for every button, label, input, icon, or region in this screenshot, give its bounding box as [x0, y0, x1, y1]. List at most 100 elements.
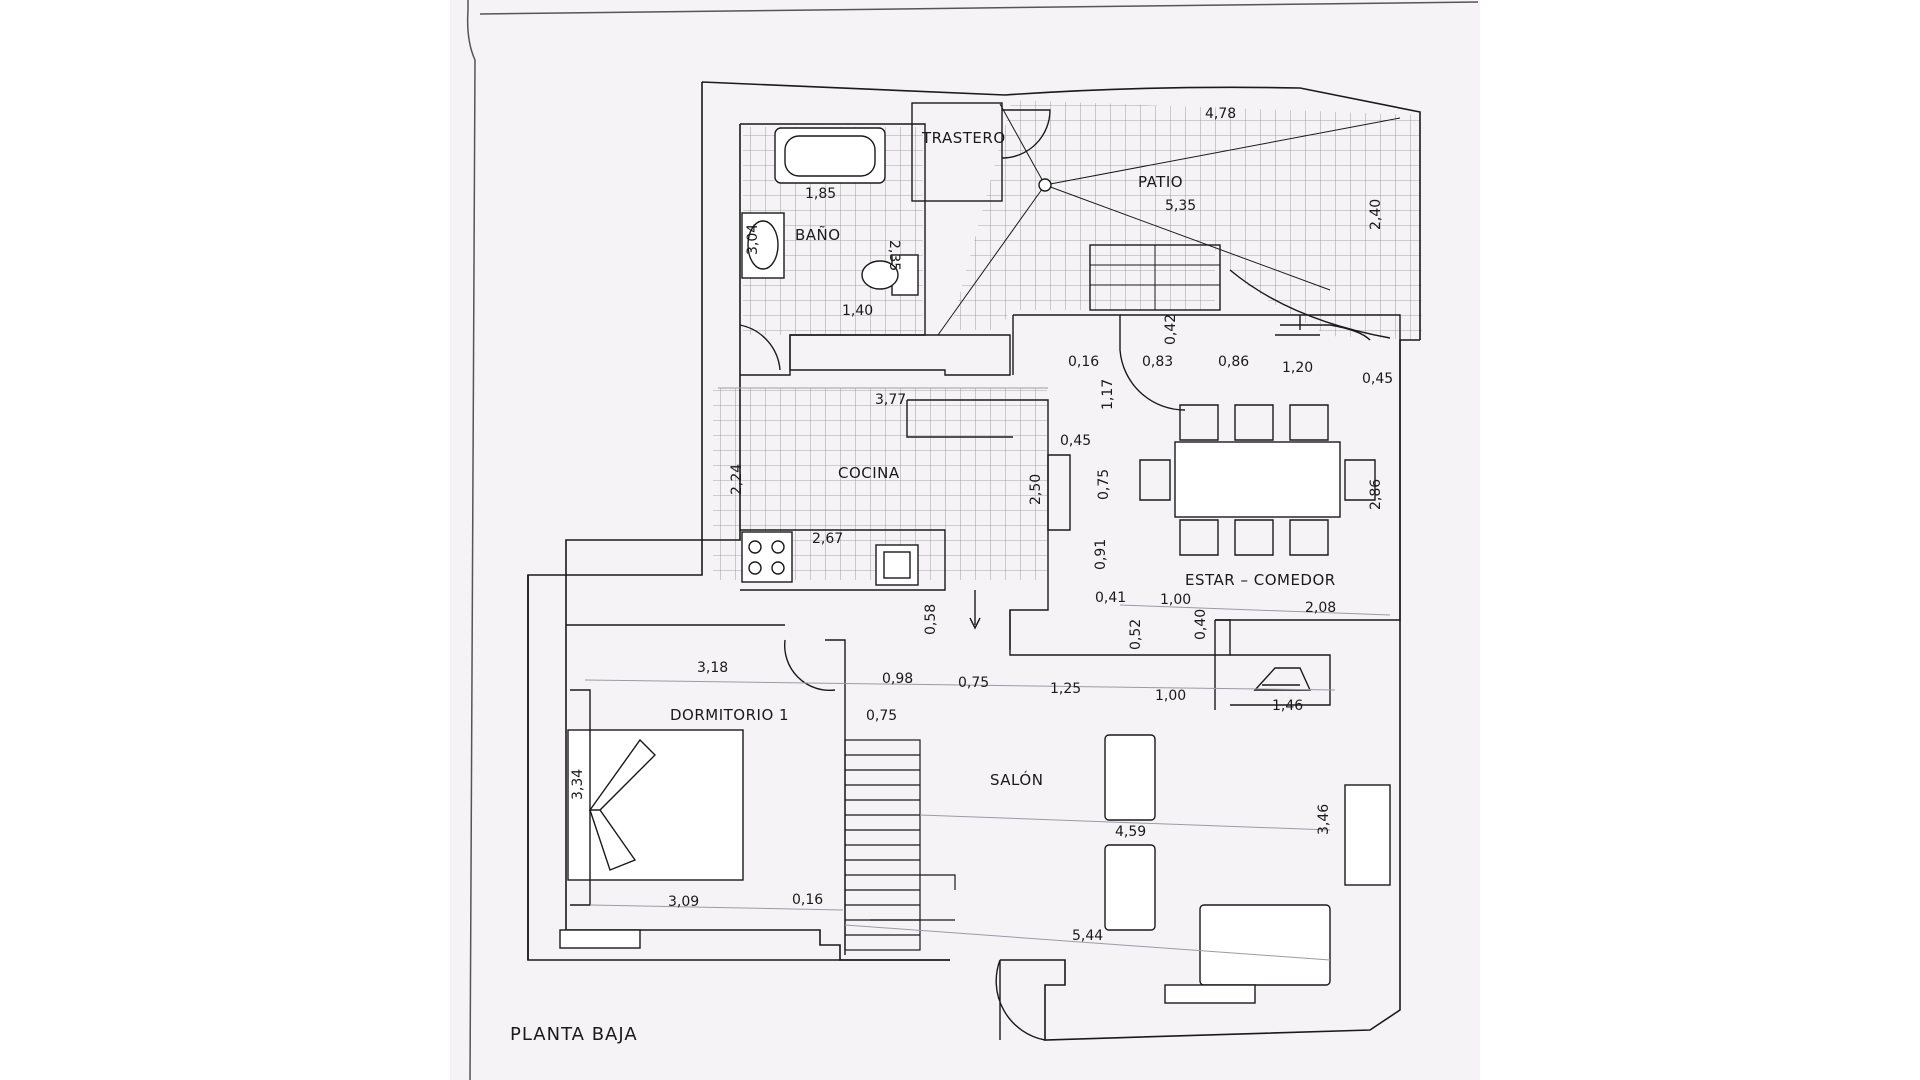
dim-label: 5,44: [1072, 928, 1103, 944]
dim-label: 3,46: [1316, 804, 1332, 835]
dim-label: 2,08: [1305, 600, 1336, 616]
dim-label: 0,52: [1128, 619, 1144, 650]
paper-fold-line: [466, 0, 476, 1080]
dim-label: 1,00: [1160, 592, 1191, 608]
dim-label: 2,40: [1368, 199, 1384, 230]
trastero-door: [1001, 109, 1051, 159]
dim-label: 3,04: [745, 224, 761, 255]
room-labels: TRASTERO PATIO BAÑO COCINA ESTAR – COMED…: [510, 129, 1336, 1045]
dimension-line: [919, 814, 1331, 831]
patio-curve-right: [1229, 269, 1391, 339]
dim-label: 3,34: [570, 769, 586, 800]
room-label-dormitorio: DORMITORIO 1: [670, 706, 789, 724]
dim-label: 2,50: [1028, 474, 1044, 505]
dimension-labels: 4,78 5,35 2,40 1,85 3,04 2,35 1,40 3,77 …: [570, 106, 1393, 944]
estar-window: [1280, 324, 1371, 341]
armchair: [1104, 734, 1156, 821]
burner: [771, 540, 785, 554]
dim-label: 2,86: [1368, 479, 1384, 510]
paper-top-edge: [479, 1, 1479, 15]
dim-label: 0,75: [958, 675, 989, 691]
estar-comedor: [1120, 314, 1401, 621]
dim-label: 1,20: [1282, 360, 1313, 376]
sofa: [1199, 904, 1331, 986]
dim-label: 0,75: [866, 708, 897, 724]
estar-walls: [1120, 314, 1401, 621]
stair-landing: [870, 874, 956, 921]
dim-label: 0,45: [1362, 371, 1393, 387]
dim-label: 1,25: [1050, 681, 1081, 697]
salon-front-door: [995, 959, 1046, 1041]
dim-label: 0,45: [1060, 433, 1091, 449]
bathroom: [739, 123, 926, 376]
dim-label: 3,77: [875, 392, 906, 408]
dim-label: 1,46: [1272, 698, 1303, 714]
room-label-salon: SALÓN: [990, 770, 1043, 789]
dim-label: 0,75: [1096, 469, 1112, 500]
salon-side-cabinet: [1344, 784, 1391, 886]
room-label-patio: PATIO: [1138, 173, 1183, 191]
bed-headboard: [570, 689, 591, 906]
patio-drain: [1038, 178, 1052, 192]
dormitorio: [559, 624, 846, 955]
room-label-trastero: TRASTERO: [921, 129, 1006, 147]
bed-pillows: [588, 738, 656, 871]
dim-label: 5,35: [1165, 198, 1196, 214]
bath-sink: [747, 220, 779, 270]
burner: [748, 561, 762, 575]
dim-label: 4,59: [1115, 824, 1146, 840]
hall-door: [1119, 349, 1186, 411]
dormitorio-door: [783, 639, 836, 692]
fireplace: [1253, 667, 1312, 691]
dimension-line: [1119, 604, 1391, 616]
dim-label: 0,91: [1093, 539, 1109, 570]
burner: [771, 561, 785, 575]
stairs: [844, 739, 956, 951]
dim-label: 0,58: [923, 604, 939, 635]
room-label-cocina: COCINA: [838, 464, 900, 482]
cooktop: [741, 531, 793, 583]
inner-wall-upper: [565, 124, 741, 625]
dim-label: 0,16: [792, 892, 823, 908]
dimension-line: [589, 904, 844, 911]
walls: [527, 81, 1421, 1041]
dim-label: 0,86: [1218, 354, 1249, 370]
bath-door: [739, 324, 781, 371]
wc-bowl: [861, 260, 899, 290]
kitchen: [740, 334, 1049, 650]
salon-window: [1164, 984, 1256, 1004]
room-label-estar-comedor: ESTAR – COMEDOR: [1185, 571, 1336, 589]
trastero-box: [911, 102, 1003, 202]
dining-chairs: [1139, 404, 1376, 556]
dimension-line: [844, 924, 1331, 961]
dim-label: 0,83: [1142, 354, 1173, 370]
dim-label: 1,85: [805, 186, 836, 202]
room-label-bano: BAÑO: [795, 225, 841, 244]
bath-sink-counter: [741, 212, 785, 279]
dim-label: 1,40: [842, 303, 873, 319]
bathtub: [774, 127, 886, 184]
dim-label: 4,78: [1205, 106, 1236, 122]
patio-stair-steps: [1090, 245, 1220, 310]
plan-title: PLANTA BAJA: [510, 1024, 638, 1045]
dim-label: 1,17: [1100, 379, 1116, 410]
kitchen-sink-inner: [883, 551, 911, 579]
dim-label: 0,98: [882, 671, 913, 687]
bedroom-window: [559, 929, 641, 949]
dim-label: 3,18: [697, 660, 728, 676]
dim-label: 2,35: [886, 240, 902, 271]
dim-label: 2,24: [729, 464, 745, 495]
kitchen-step-arrow: [969, 590, 981, 630]
dim-label: 0,42: [1163, 314, 1179, 345]
salon-fireplace-wall: [1214, 620, 1331, 710]
dim-label: 0,41: [1095, 590, 1126, 606]
dimension-lines: [584, 387, 1391, 961]
patio-area: [911, 102, 1401, 339]
dim-label: 0,16: [1068, 354, 1099, 370]
dimension-line: [584, 679, 1336, 691]
kitchen-sink: [875, 544, 919, 586]
salon: [995, 620, 1391, 1041]
patio-tiles: [950, 100, 1422, 340]
